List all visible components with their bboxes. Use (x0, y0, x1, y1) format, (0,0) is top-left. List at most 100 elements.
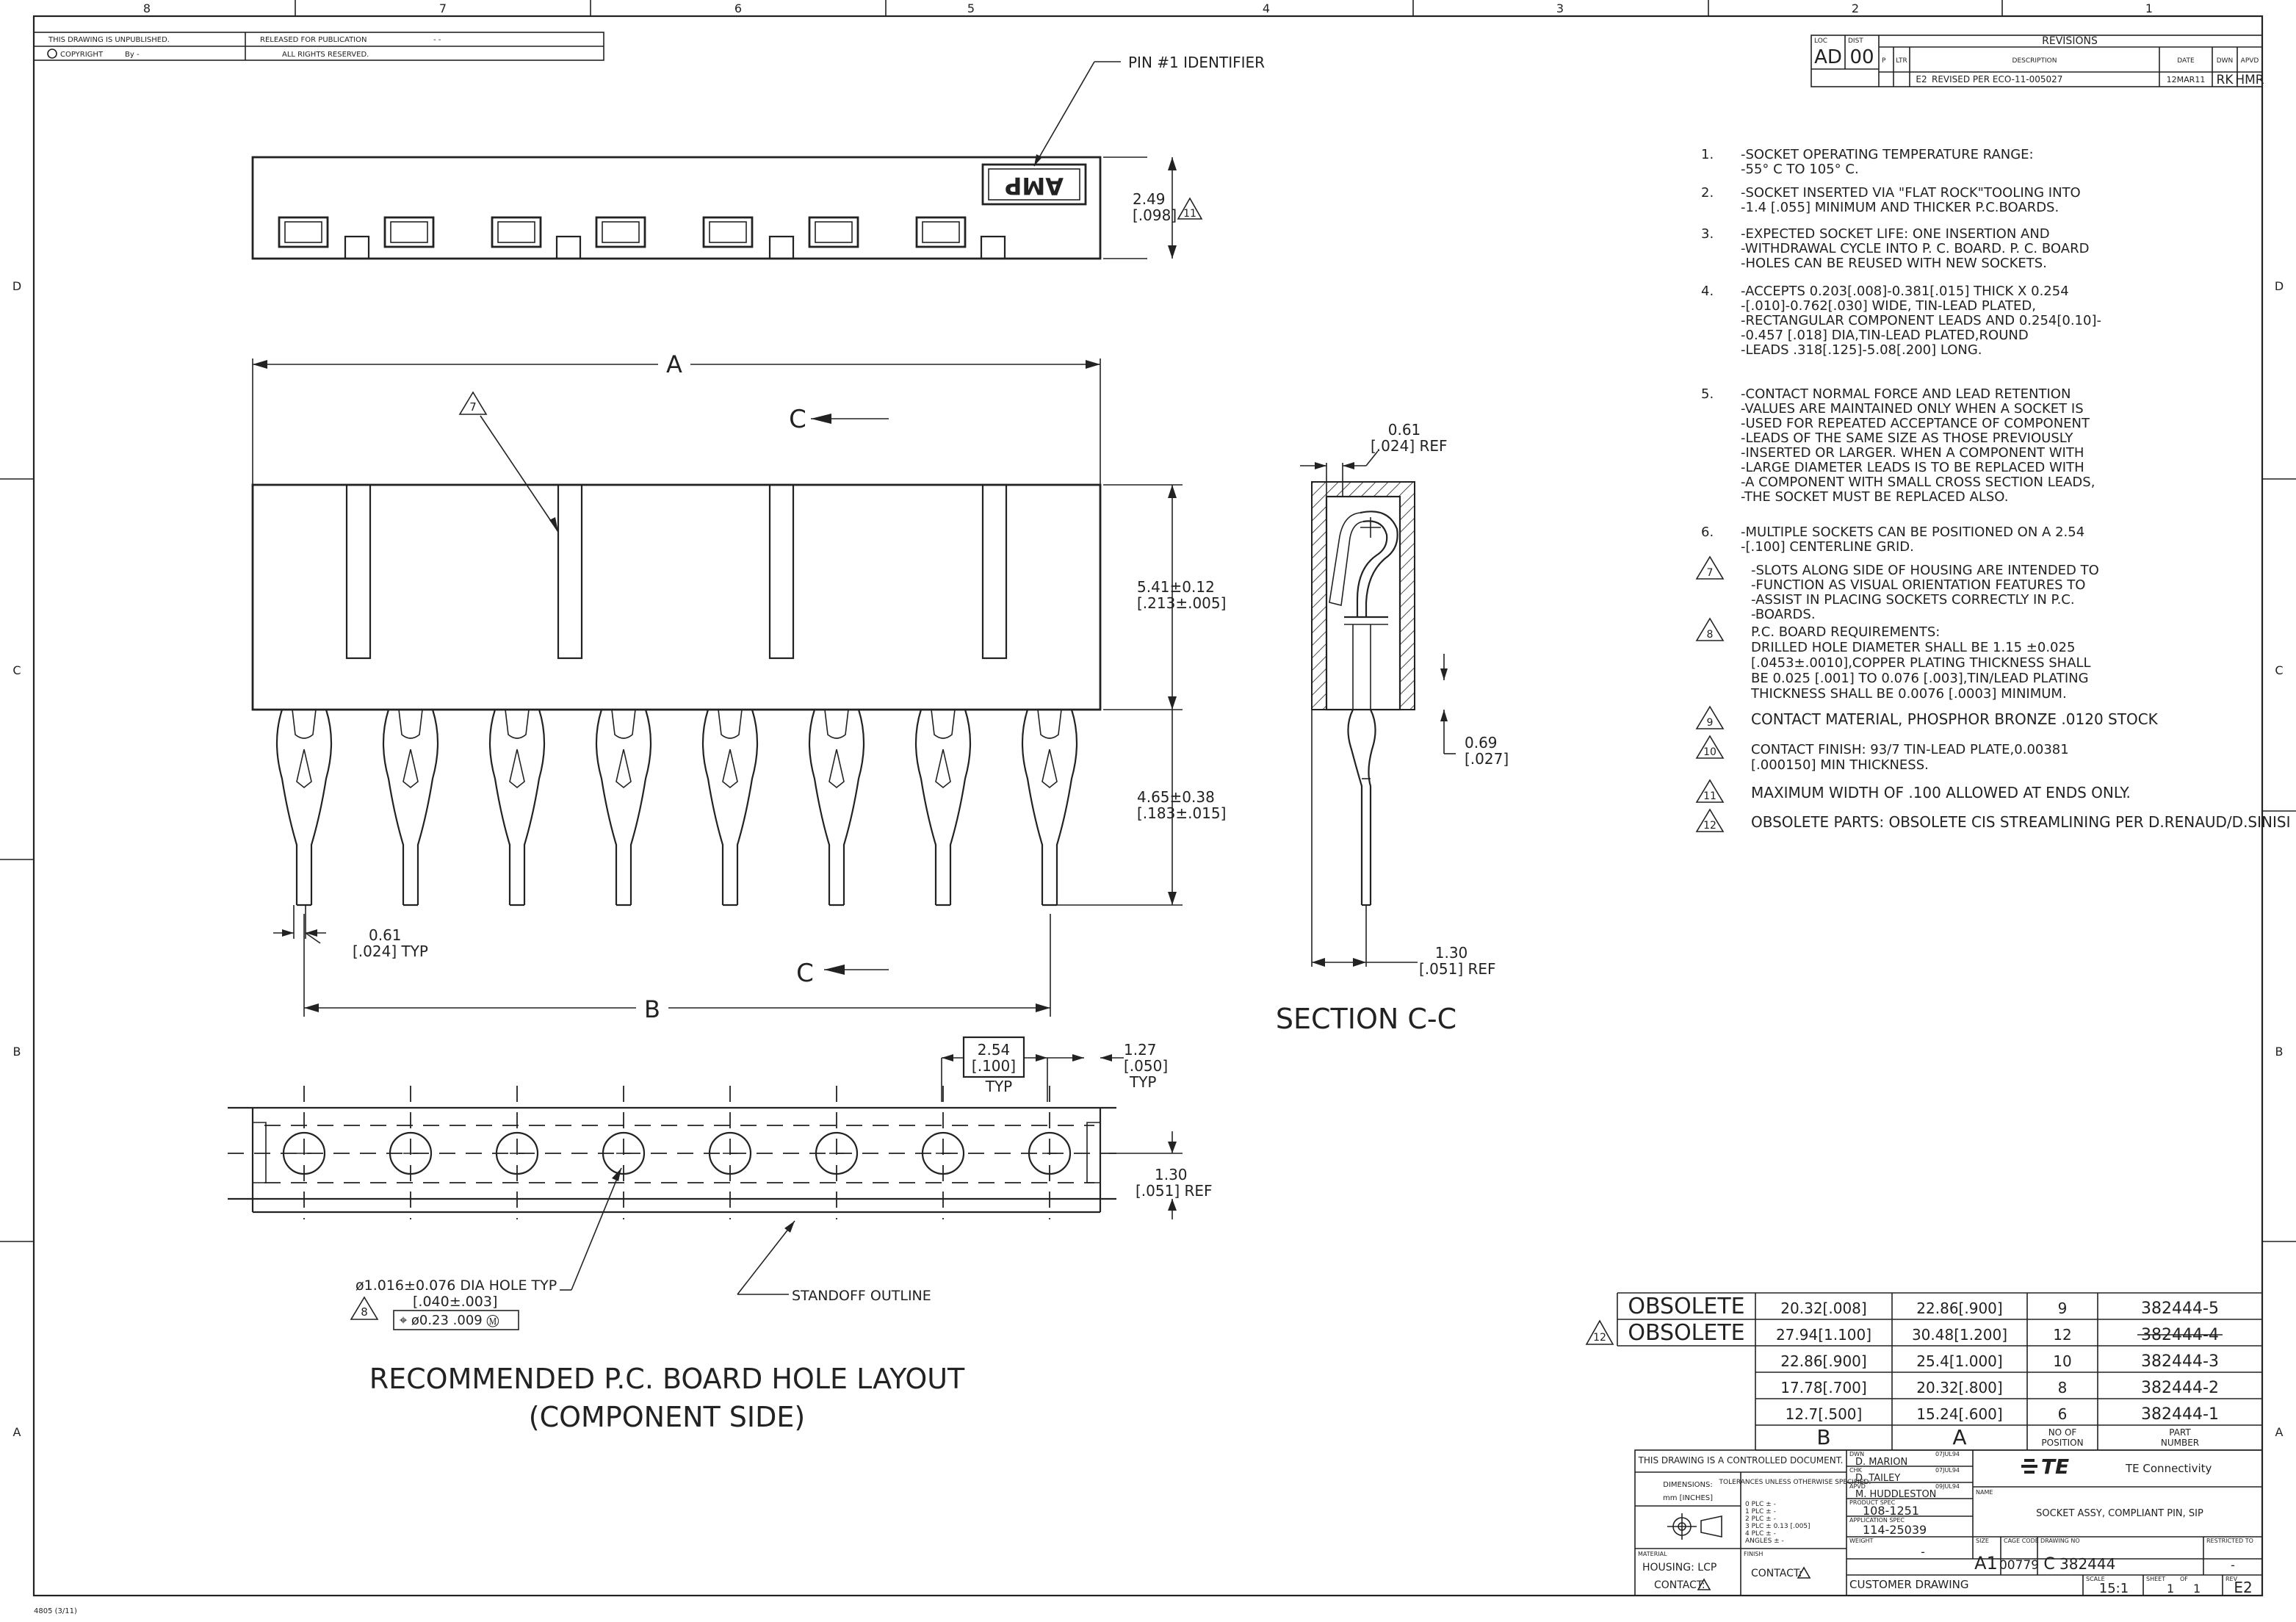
svg-text:12.7[.500]: 12.7[.500] (1786, 1405, 1863, 1423)
svg-text:D: D (2275, 279, 2284, 293)
top-slot (278, 216, 329, 248)
svg-text:PART: PART (2169, 1427, 2191, 1438)
svg-text:5.: 5. (1701, 386, 1714, 402)
svg-text:POSITION: POSITION (2041, 1438, 2083, 1448)
svg-text:1: 1 (2167, 1582, 2174, 1596)
top-slot (702, 216, 754, 248)
zone-labels-left: D C B A (12, 279, 21, 1439)
svg-text:DRAWING NO: DRAWING NO (2040, 1538, 2080, 1544)
svg-text:DESCRIPTION: DESCRIPTION (2012, 57, 2057, 65)
svg-text:REVISED PER ECO-11-005027: REVISED PER ECO-11-005027 (1932, 74, 2062, 84)
svg-text:09JUL94: 09JUL94 (1935, 1483, 1960, 1490)
svg-text:-[.100] CENTERLINE GRID.: -[.100] CENTERLINE GRID. (1741, 539, 1914, 555)
svg-text:-: - (2231, 1558, 2235, 1572)
svg-text:ø1.016±0.076 DIA HOLE TYP: ø1.016±0.076 DIA HOLE TYP (355, 1277, 557, 1294)
svg-text:9: 9 (2058, 1300, 2068, 1317)
svg-text:12MAR11: 12MAR11 (2167, 75, 2206, 84)
svg-text:E2: E2 (2234, 1579, 2252, 1596)
svg-text:0.69: 0.69 (1465, 734, 1498, 751)
svg-text:[.024] REF: [.024] REF (1371, 437, 1448, 455)
front-pin (914, 709, 972, 906)
svg-text:-A COMPONENT WITH SMALL CROSS: -A COMPONENT WITH SMALL CROSS SECTION LE… (1741, 475, 2095, 490)
svg-text:15:1: 15:1 (2099, 1581, 2129, 1596)
svg-text:07JUL94: 07JUL94 (1935, 1451, 1960, 1457)
svg-text:1: 1 (2145, 1, 2153, 15)
svg-text:108-1251: 108-1251 (1863, 1504, 1919, 1518)
svg-text:DRILLED HOLE DIAMETER SHALL BE: DRILLED HOLE DIAMETER SHALL BE 1.15 ±0.0… (1751, 640, 2075, 655)
svg-text:5.41±0.12: 5.41±0.12 (1137, 578, 1215, 596)
svg-text:OBSOLETE: OBSOLETE (1628, 1294, 1744, 1319)
svg-text:B: B (644, 995, 660, 1023)
svg-text:CAGE CODE: CAGE CODE (2004, 1538, 2039, 1544)
te-logo: TE (2041, 1455, 2069, 1479)
svg-text:C: C (789, 405, 806, 434)
svg-text:TE Connectivity: TE Connectivity (2125, 1462, 2212, 1475)
svg-text:7: 7 (1707, 567, 1714, 579)
amp-logo: AMP (1005, 172, 1064, 200)
svg-text:4 PLC ± -: 4 PLC ± - (1745, 1530, 1776, 1538)
svg-text:22.86[.900]: 22.86[.900] (1916, 1300, 2002, 1317)
svg-text:1.30: 1.30 (1155, 1166, 1188, 1183)
svg-text:00: 00 (1849, 46, 1874, 68)
svg-text:DIST: DIST (1848, 37, 1863, 45)
svg-text:B: B (1816, 1425, 1830, 1449)
svg-text:1.: 1. (1701, 147, 1714, 162)
svg-text:07JUL94: 07JUL94 (1935, 1467, 1960, 1474)
svg-text:P: P (1882, 57, 1886, 65)
svg-text:THIS DRAWING IS UNPUBLISHED.: THIS DRAWING IS UNPUBLISHED. (48, 36, 170, 44)
top-slot (915, 216, 967, 248)
svg-text:CONTACT:: CONTACT: (1654, 1579, 1705, 1591)
svg-text:DWN: DWN (1849, 1451, 1864, 1457)
svg-text:-THE SOCKET MUST BE REPLACED A: -THE SOCKET MUST BE REPLACED ALSO. (1741, 489, 2008, 505)
svg-text:A: A (1952, 1425, 1966, 1449)
zone-labels-right: D C B A (2275, 279, 2284, 1439)
svg-text:0 PLC ± -: 0 PLC ± - (1745, 1501, 1776, 1508)
svg-text:-1.4 [.055] MINIMUM AND THICKE: -1.4 [.055] MINIMUM AND THICKER P.C.BOAR… (1741, 200, 2059, 215)
svg-text:12: 12 (1703, 820, 1716, 832)
svg-text:CHK: CHK (1849, 1467, 1863, 1474)
svg-text:LOC: LOC (1814, 37, 1827, 45)
svg-text:382444-5: 382444-5 (2141, 1300, 2219, 1318)
svg-text:20.32[.800]: 20.32[.800] (1916, 1379, 2002, 1396)
svg-text:PRODUCT SPEC: PRODUCT SPEC (1849, 1499, 1896, 1506)
svg-text:-SLOTS ALONG SIDE OF HOUSING A: -SLOTS ALONG SIDE OF HOUSING ARE INTENDE… (1751, 563, 2099, 578)
layout-title: RECOMMENDED P.C. BOARD HOLE LAYOUT (369, 1363, 965, 1395)
svg-text:THICKNESS SHALL BE 0.0076 [.00: THICKNESS SHALL BE 0.0076 [.0003] MINIMU… (1750, 686, 2067, 702)
notes-list: 1.-SOCKET OPERATING TEMPERATURE RANGE:-5… (1695, 147, 2290, 832)
svg-text:382444: 382444 (2059, 1555, 2115, 1573)
amp-logo-box (981, 163, 1087, 206)
svg-text:P.C. BOARD REQUIREMENTS:: P.C. BOARD REQUIREMENTS: (1751, 624, 1940, 640)
svg-text:2.: 2. (1701, 185, 1714, 201)
svg-text:NAME: NAME (1976, 1489, 1993, 1496)
svg-text:-SOCKET INSERTED VIA "FLAT ROC: -SOCKET INSERTED VIA "FLAT ROCK"TOOLING … (1741, 185, 2081, 201)
svg-text:-VALUES ARE MAINTAINED ONLY WH: -VALUES ARE MAINTAINED ONLY WHEN A SOCKE… (1741, 401, 2084, 417)
svg-text:-0.457 [.018] DIA,TIN-LEAD PLA: -0.457 [.018] DIA,TIN-LEAD PLATED,ROUND (1741, 328, 2029, 343)
svg-text:1: 1 (2193, 1582, 2201, 1596)
zone-labels-top: 8 7 6 5 4 3 2 1 (143, 1, 2153, 15)
svg-text:11: 11 (1183, 208, 1196, 220)
svg-text:3 PLC ± 0.13 [.005]: 3 PLC ± 0.13 [.005] (1745, 1523, 1811, 1530)
svg-text:A: A (13, 1425, 21, 1439)
svg-text:AD: AD (1814, 46, 1842, 68)
revisions-block: LOC AD DIST 00 REVISIONS P LTR DESCRIPTI… (1811, 35, 2264, 87)
note-2: 2. -SOCKET INSERTED VIA "FLAT ROCK"TOOLIN… (1701, 185, 2081, 215)
svg-text:-EXPECTED SOCKET LIFE: ONE INS: -EXPECTED SOCKET LIFE: ONE INSERTION AND (1741, 226, 2050, 242)
svg-text:STANDOFF OUTLINE: STANDOFF OUTLINE (792, 1288, 931, 1304)
svg-text:By -: By - (125, 51, 140, 59)
svg-text:17.78[.700]: 17.78[.700] (1780, 1379, 1866, 1396)
svg-text:A: A (2275, 1425, 2284, 1439)
top-notch (344, 235, 370, 260)
svg-text:382444-2: 382444-2 (2141, 1379, 2219, 1397)
svg-text:D. TAILEY: D. TAILEY (1855, 1473, 1900, 1484)
svg-text:7: 7 (469, 400, 477, 414)
svg-text:6: 6 (734, 1, 742, 15)
svg-text:-55° C TO 105° C.: -55° C TO 105° C. (1741, 162, 1859, 177)
svg-text:RESTRICTED TO: RESTRICTED TO (2206, 1538, 2253, 1544)
svg-text:ANGLES ± -: ANGLES ± - (1745, 1538, 1784, 1545)
svg-text:SCALE: SCALE (2086, 1576, 2105, 1582)
